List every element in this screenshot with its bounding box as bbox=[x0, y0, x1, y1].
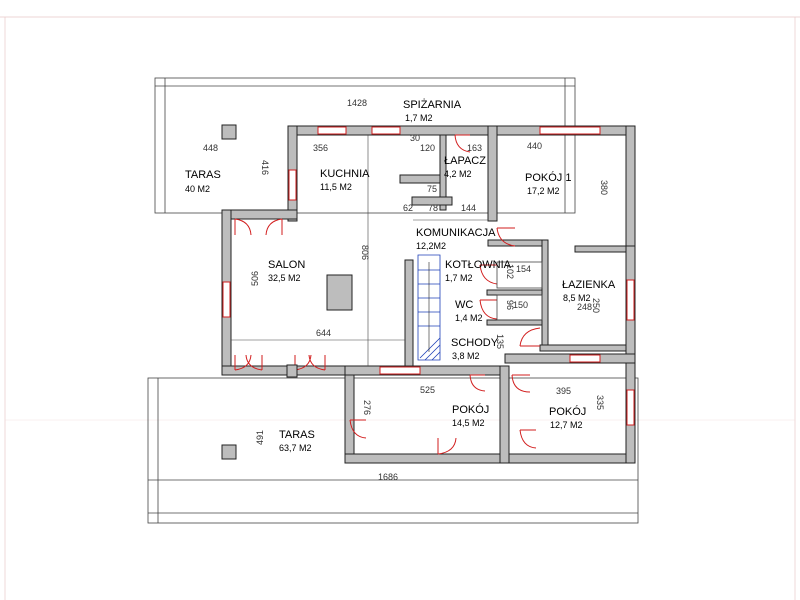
dim-102: 102 bbox=[505, 264, 515, 279]
dim-1686: 1686 bbox=[378, 472, 398, 482]
dim-96: 96 bbox=[505, 300, 515, 310]
room-name-komunikacja: KOMUNIKACJA bbox=[416, 227, 496, 239]
room-area-lazienka: 8,5 M2 bbox=[563, 293, 591, 303]
dim-163: 163 bbox=[467, 143, 482, 153]
room-name-salon: SALON bbox=[268, 259, 305, 271]
dim-144: 144 bbox=[461, 203, 476, 213]
dim-525: 525 bbox=[420, 385, 435, 395]
post-terrace-bottom bbox=[221, 444, 237, 460]
room-area-kuchnia: 11,5 M2 bbox=[320, 182, 352, 192]
terrace-top-outline bbox=[154, 77, 576, 214]
dim-356: 356 bbox=[313, 143, 328, 153]
post-terrace-top bbox=[221, 124, 237, 140]
room-name-lapacz: ŁAPACZ bbox=[444, 155, 486, 167]
staircase bbox=[417, 254, 441, 361]
dim-250: 250 bbox=[591, 298, 601, 313]
room-area-taras-top: 40 M2 bbox=[185, 184, 210, 194]
dim-154: 154 bbox=[516, 264, 531, 274]
chimney-salon bbox=[326, 274, 353, 311]
room-name-taras-bottom: TARAS bbox=[279, 429, 315, 441]
room-area-taras-bottom: 63,7 M2 bbox=[279, 443, 312, 453]
windows bbox=[222, 126, 635, 426]
dim-416: 416 bbox=[260, 160, 270, 175]
wc-box-1 bbox=[496, 261, 543, 289]
room-area-pokoj1: 17,2 M2 bbox=[527, 186, 560, 196]
dim-335: 335 bbox=[595, 395, 605, 410]
room-area-salon: 32,5 M2 bbox=[268, 273, 301, 283]
dim-248: 248 bbox=[577, 302, 592, 312]
room-name-kuchnia: KUCHNIA bbox=[320, 168, 370, 180]
room-area-wc: 1,4 M2 bbox=[455, 313, 483, 323]
room-area-pokoj-mid: 14,5 M2 bbox=[452, 418, 485, 428]
dim-448: 448 bbox=[203, 143, 218, 153]
room-name-schody: SCHODY bbox=[451, 337, 499, 349]
room-name-spizarnia: SPIŻARNIA bbox=[403, 98, 462, 111]
dim-135: 135 bbox=[495, 334, 505, 349]
room-name-pokoj-right: POKÓJ bbox=[549, 405, 586, 418]
room-name-pokoj1: POKÓJ 1 bbox=[525, 171, 571, 184]
doors bbox=[234, 134, 541, 455]
room-name-pokoj-mid: POKÓJ bbox=[452, 403, 489, 416]
dim-806: 806 bbox=[360, 245, 370, 260]
dim-150: 150 bbox=[513, 300, 528, 310]
dim-491: 491 bbox=[255, 430, 265, 445]
dim-30: 30 bbox=[410, 133, 420, 143]
wc-box-2 bbox=[496, 294, 543, 321]
dim-62: 62 bbox=[403, 203, 413, 213]
terrace-bottom-outline bbox=[147, 377, 639, 524]
room-area-schody: 3,8 M2 bbox=[452, 351, 480, 361]
dim-120: 120 bbox=[420, 143, 435, 153]
dim-380: 380 bbox=[599, 180, 609, 195]
room-name-lazienka: ŁAZIENKA bbox=[562, 279, 616, 291]
dim-440: 440 bbox=[527, 141, 542, 151]
room-area-kotlownia: 1,7 M2 bbox=[445, 273, 473, 283]
dim-506: 506 bbox=[250, 271, 260, 286]
room-area-spizarnia: 1,7 M2 bbox=[405, 113, 433, 123]
room-area-lapacz: 4,2 M2 bbox=[444, 169, 472, 179]
dim-75: 75 bbox=[427, 184, 437, 194]
dim-78: 78 bbox=[428, 203, 438, 213]
dim-395: 395 bbox=[556, 386, 571, 396]
post-small bbox=[286, 364, 298, 378]
dim-276: 276 bbox=[362, 400, 372, 415]
room-area-komunikacja: 12,2M2 bbox=[416, 241, 446, 251]
room-name-wc: WC bbox=[455, 299, 473, 311]
room-name-taras-top: TARAS bbox=[185, 169, 221, 181]
dim-644: 644 bbox=[316, 328, 331, 338]
room-name-kotlownia: KOTŁOWNIA bbox=[445, 259, 512, 271]
dim-1428: 1428 bbox=[347, 98, 367, 108]
room-area-pokoj-right: 12,7 M2 bbox=[550, 420, 583, 430]
